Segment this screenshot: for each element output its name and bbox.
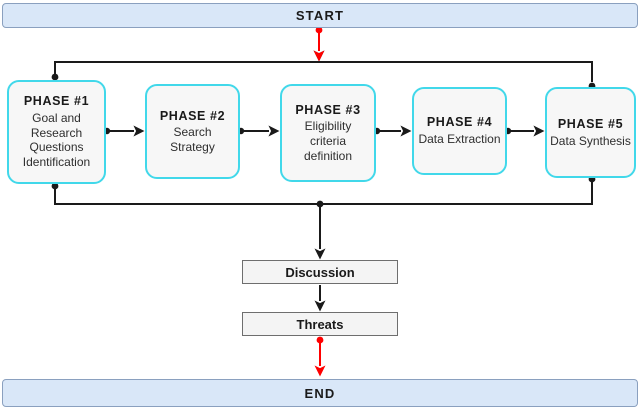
phase-4-subtitle: Data Extraction	[418, 132, 501, 146]
end-node: END	[2, 379, 638, 407]
phase-3-subtitle: Eligibility criteria definition	[303, 119, 353, 163]
phase-2-title: PHASE #2	[159, 108, 226, 123]
phase-3-node: PHASE #3 Eligibility criteria definition	[280, 84, 376, 182]
arrow-phase3-to-phase4	[373, 125, 412, 137]
arrow-phase4-to-phase5	[504, 125, 545, 137]
phase-5-node: PHASE #5 Data Synthesis	[545, 87, 636, 178]
start-label: START	[295, 8, 345, 23]
arrow-phase1-to-phase2	[103, 125, 145, 137]
threats-label: Threats	[296, 316, 344, 332]
discussion-node: Discussion	[242, 260, 398, 284]
phase-5-subtitle: Data Synthesis	[550, 133, 631, 148]
phase-1-subtitle: Goal and Research Questions Identificati…	[22, 111, 91, 169]
threats-node: Threats	[242, 312, 398, 336]
phase-2-node: PHASE #2 Search Strategy	[145, 84, 240, 179]
arrow-phase2-to-phase3	[237, 125, 280, 137]
phase-5-title: PHASE #5	[557, 116, 624, 131]
arrow-threats-to-end	[314, 336, 326, 377]
phase-1-title: PHASE #1	[23, 94, 90, 109]
arrow-start-to-rail	[313, 26, 325, 62]
phase-4-node: PHASE #4 Data Extraction	[412, 87, 507, 175]
phase-4-title: PHASE #4	[426, 115, 493, 130]
phase-3-title: PHASE #3	[295, 102, 361, 117]
phase-1-node: PHASE #1 Goal and Research Questions Ide…	[7, 80, 106, 184]
phase-2-subtitle: Search Strategy	[170, 125, 215, 154]
end-label: END	[304, 385, 336, 401]
discussion-label: Discussion	[285, 264, 355, 280]
start-node: START	[2, 3, 638, 28]
